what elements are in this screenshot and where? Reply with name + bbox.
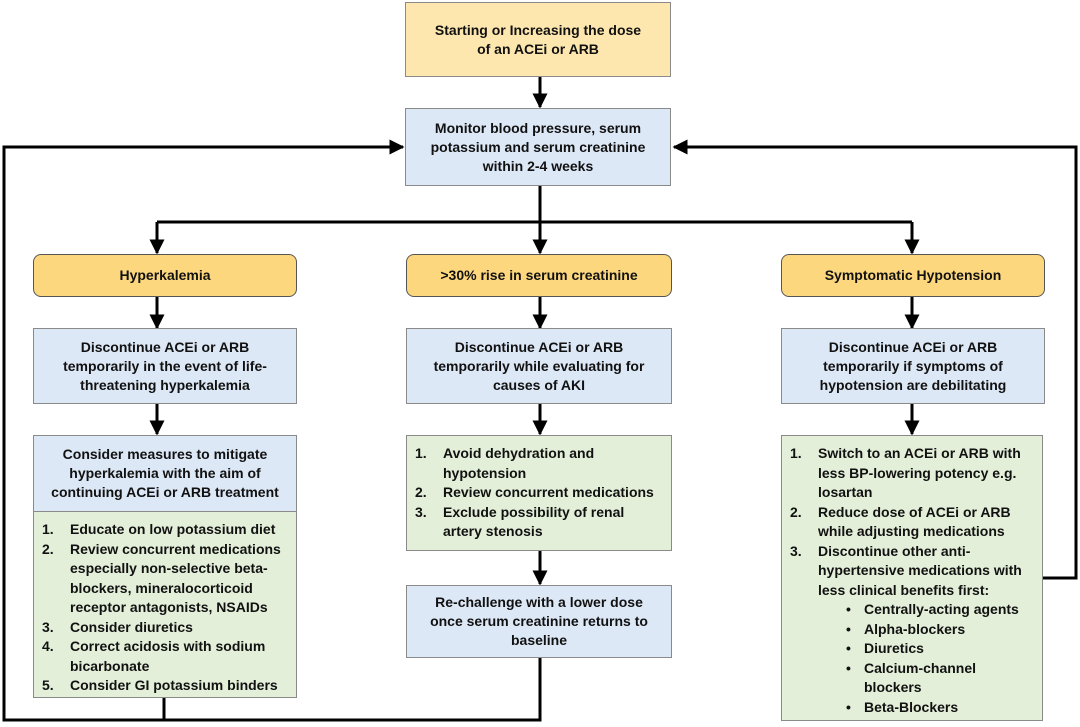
list-item: 1.Educate on low potassium diet xyxy=(42,521,276,537)
creatinine-discontinue-box: Discontinue ACEi or ARB temporarily whil… xyxy=(406,328,672,404)
list-item: 3.Exclude possibility of renal artery st… xyxy=(415,503,625,540)
start-text: Starting or Increasing the dose of an AC… xyxy=(434,21,642,57)
hyperkalemia-consider-box: Consider measures to mitigate hyperkalem… xyxy=(33,435,297,512)
creatinine-title: >30% rise in serum creatinine xyxy=(440,267,638,283)
bullet-item: •Alpha-blockers xyxy=(846,620,966,637)
list-item: 2.Reduce dose of ACEi or ARB while adjus… xyxy=(790,503,1011,540)
list-item: 3.Consider diuretics xyxy=(42,618,193,635)
rechallenge-text: Re-challenge with a lower dose once seru… xyxy=(430,594,648,648)
hyperkalemia-consider-text: Consider measures to mitigate hyperkalem… xyxy=(51,446,279,500)
rechallenge-box: Re-challenge with a lower dose once seru… xyxy=(406,585,672,658)
drug-class-bullets: •Centrally-acting agents •Alpha-blockers… xyxy=(840,600,1034,717)
bullet-item: •Beta-Blockers xyxy=(846,698,959,715)
hyperkalemia-discontinue-box: Discontinue ACEi or ARB temporarily in t… xyxy=(33,328,297,404)
feedback-loop-center xyxy=(164,658,542,722)
start-box: Starting or Increasing the dose of an AC… xyxy=(405,2,671,77)
creatinine-title-box: >30% rise in serum creatinine xyxy=(406,254,672,297)
bullet-item: •Calcium-channel blockers xyxy=(846,659,977,696)
feedback-loop-right xyxy=(672,139,1078,580)
hyperkalemia-discontinue-text: Discontinue ACEi or ARB temporarily in t… xyxy=(63,338,267,393)
monitor-box: Monitor blood pressure, serum potassium … xyxy=(405,108,671,186)
hyperkalemia-title: Hyperkalemia xyxy=(119,267,211,283)
creatinine-steps-list: 1.Avoid dehydration and hypotension 2.Re… xyxy=(406,435,672,551)
hypotension-discontinue-text: Discontinue ACEi or ARB temporarily if s… xyxy=(819,338,1007,393)
list-item: 1.Switch to an ACEi or ARB with less BP-… xyxy=(790,445,1021,500)
monitor-text: Monitor blood pressure, serum potassium … xyxy=(430,119,646,174)
hypotension-title: Symptomatic Hypotension xyxy=(824,267,1002,283)
list-item: 2.Review concurrent medications especial… xyxy=(42,540,281,616)
list-item: 2.Review concurrent medications xyxy=(415,484,654,500)
hyperkalemia-steps-list: 1.Educate on low potassium diet 2.Review… xyxy=(33,511,297,698)
hypotension-title-box: Symptomatic Hypotension xyxy=(781,254,1045,297)
hyperkalemia-title-box: Hyperkalemia xyxy=(33,254,297,297)
bullet-item: •Centrally-acting agents xyxy=(846,601,1019,617)
feedback-loop-left xyxy=(2,139,405,722)
list-item: 3.Discontinue other anti-hypertensive me… xyxy=(790,542,1034,718)
creatinine-discontinue-text: Discontinue ACEi or ARB temporarily whil… xyxy=(433,338,645,393)
list-item: 1.Avoid dehydration and hypotension xyxy=(415,445,595,481)
list-item: 4.Correct acidosis with sodium bicarbona… xyxy=(42,638,266,674)
hypotension-steps-list: 1.Switch to an ACEi or ARB with less BP-… xyxy=(781,435,1043,721)
bullet-item: •Diuretics xyxy=(846,640,924,656)
list-item: 5.Consider GI potassium binders xyxy=(42,677,278,693)
hypotension-discontinue-box: Discontinue ACEi or ARB temporarily if s… xyxy=(781,328,1045,404)
